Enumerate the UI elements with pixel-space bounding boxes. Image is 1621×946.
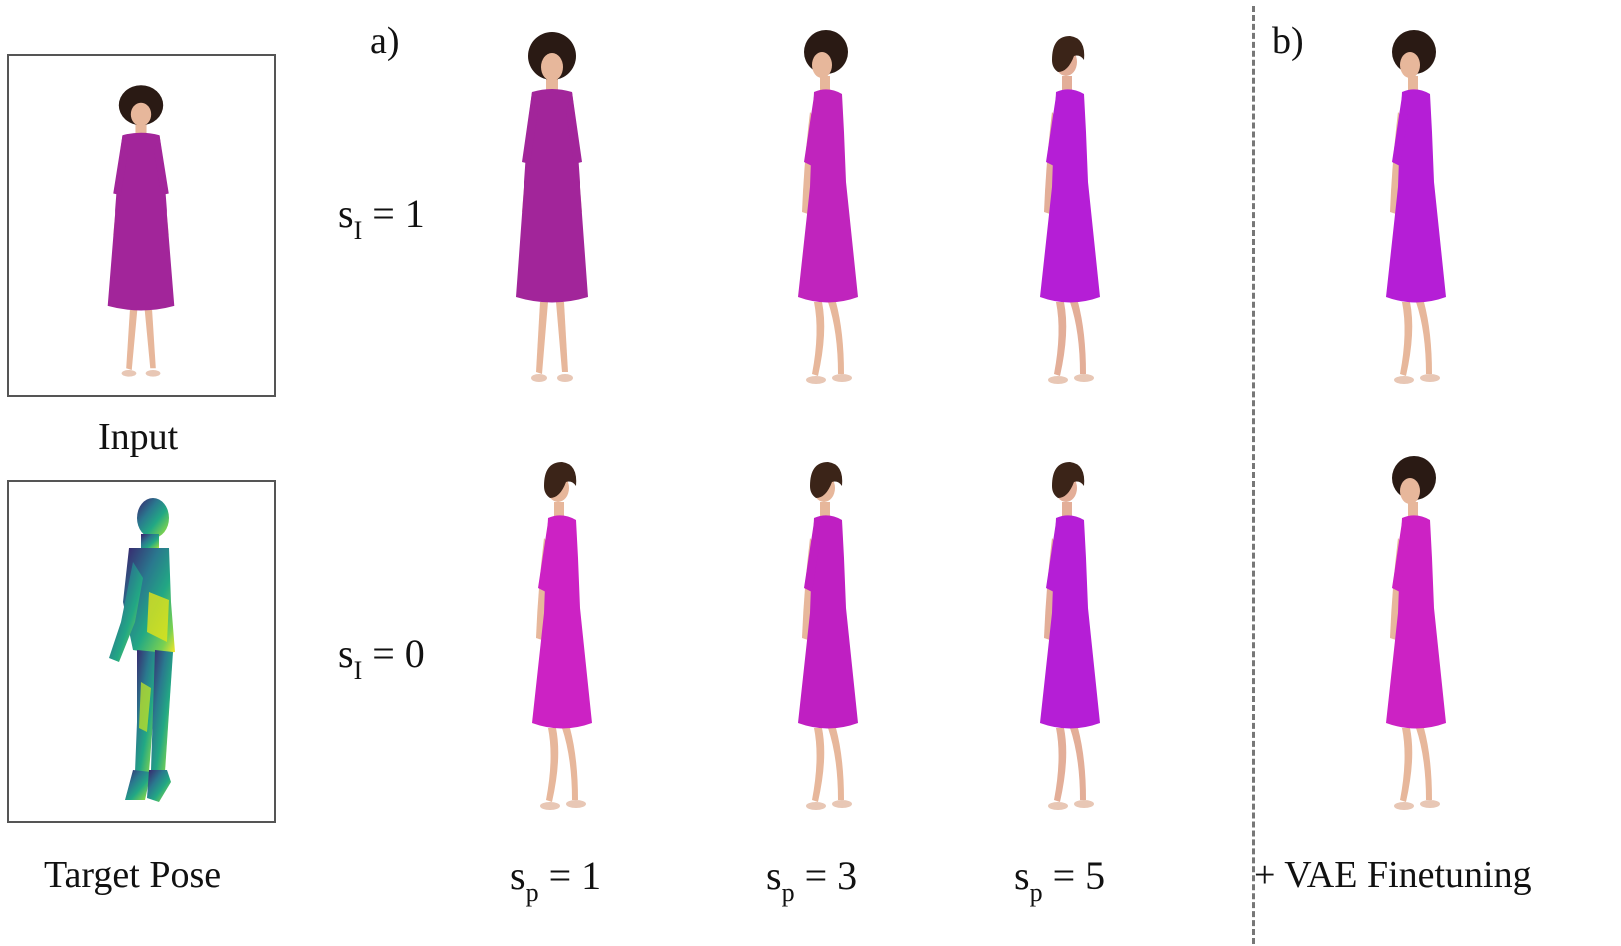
section-a-label: a) bbox=[370, 20, 400, 62]
input-person-image bbox=[107, 85, 175, 377]
result-si0-sp3 bbox=[798, 462, 858, 810]
input-image-frame bbox=[7, 54, 276, 397]
result-si0-sp1 bbox=[532, 462, 592, 810]
densepose-map-image bbox=[109, 498, 175, 802]
target-pose-caption: Target Pose bbox=[44, 854, 222, 896]
result-si1-sp5 bbox=[1040, 36, 1100, 384]
section-divider bbox=[1252, 6, 1255, 944]
result-si0-sp5 bbox=[1040, 462, 1100, 810]
column-label-sp-1: sp = 1 bbox=[510, 853, 602, 907]
column-label-sp-3: sp = 3 bbox=[766, 853, 858, 907]
result-vae-row1 bbox=[1316, 12, 1496, 412]
row-label-si-1: sI = 1 bbox=[338, 191, 425, 245]
target-pose-frame bbox=[7, 480, 276, 823]
row-label-si-0: sI = 0 bbox=[338, 631, 425, 685]
vae-finetuning-caption: + VAE Finetuning bbox=[1254, 854, 1532, 896]
result-si1-sp1 bbox=[516, 32, 588, 382]
result-vae-row2 bbox=[1316, 438, 1496, 838]
section-b-label: b) bbox=[1272, 20, 1304, 62]
input-caption: Input bbox=[98, 416, 179, 458]
column-label-sp-5: sp = 5 bbox=[1014, 853, 1106, 907]
result-si1-sp3 bbox=[728, 12, 908, 412]
